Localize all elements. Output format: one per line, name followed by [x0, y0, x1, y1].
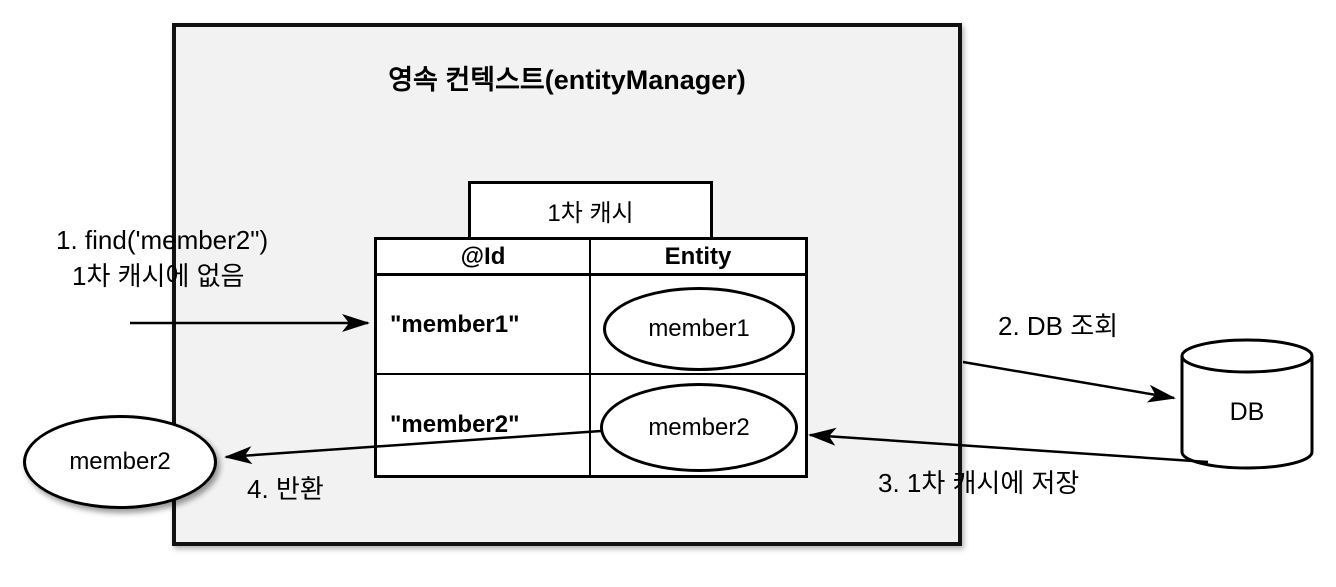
step4-label: 4. 반환: [247, 474, 324, 504]
first-level-cache-label: 1차 캐시: [547, 200, 634, 227]
returned-entity-ellipse: member2: [23, 415, 217, 509]
first-level-cache-label-box: 1차 캐시: [468, 181, 713, 237]
entity-ellipse-member1-label: member1: [648, 315, 750, 342]
step2-label: 2. DB 조회: [998, 311, 1119, 341]
cache-table-header-row: @Id Entity: [377, 240, 805, 276]
header-cell-entity: Entity: [664, 242, 732, 270]
entity-ellipse-member1: member1: [603, 287, 795, 371]
db-label: DB: [1229, 398, 1265, 426]
db-cylinder-top: [1180, 338, 1314, 374]
returned-entity-label: member2: [69, 448, 171, 475]
entity-ellipse-member2: member2: [600, 383, 798, 472]
cache-table-row-member1: "member1": [377, 276, 805, 375]
step3-label: 3. 1차 캐시에 저장: [878, 468, 1080, 498]
id-cell-member2: "member2": [377, 375, 591, 475]
step1-label: 1. find('member2") 1차 캐시에 없음: [56, 222, 268, 294]
id-cell-member1: "member1": [377, 276, 591, 373]
step1-line1: 1. find('member2"): [56, 225, 269, 255]
header-cell-id: @Id: [377, 240, 591, 273]
entity-ellipse-member2-label: member2: [648, 413, 750, 441]
step1-line2: 1차 캐시에 없음: [72, 261, 245, 291]
arrow-db-query: [962, 360, 1176, 403]
persistence-context-title: 영속 컨텍스트(entityManager): [388, 65, 746, 95]
